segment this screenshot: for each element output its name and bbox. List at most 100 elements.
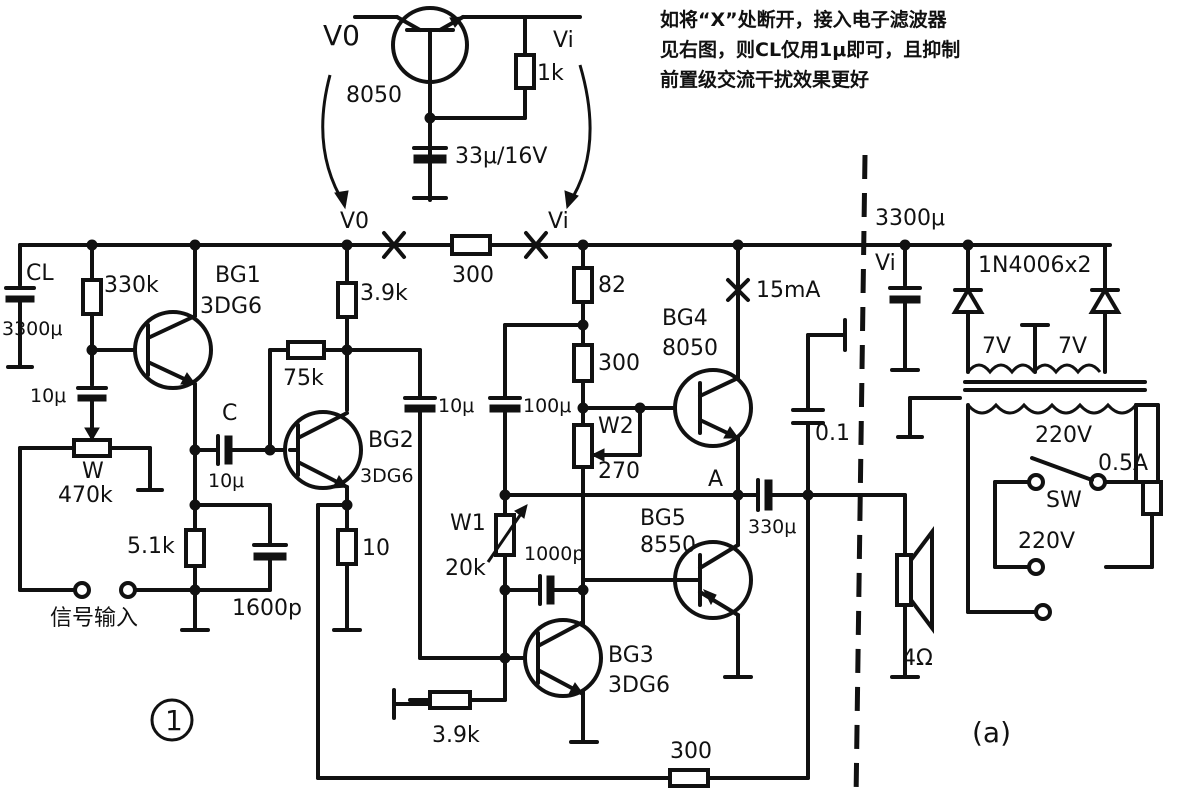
mains-terminal-1[interactable] — [1034, 603, 1052, 621]
c1600p-label: 1600p — [232, 596, 302, 621]
c10u-mid-label: 10μ — [438, 395, 474, 417]
output-stage: 82 300 100μ W2 270 W1 20k 1000p BG3 3DG6… — [392, 243, 934, 764]
resistor-82 — [572, 266, 594, 304]
w2-value: 270 — [598, 459, 640, 484]
supply-rail: V0 Vi 300 — [18, 209, 1112, 288]
c100u-label: 100μ — [523, 395, 571, 417]
r5-1k-label: 5.1k — [127, 534, 175, 559]
figure-number-1: 1 — [150, 698, 194, 742]
filter-vo-label: V0 — [323, 19, 360, 52]
power-supply: 3300μ Vi 1N4006x2 7V 7V 220V 0.5A SW 220… — [875, 206, 1163, 749]
c330u-label: 330μ — [748, 516, 796, 538]
w1-name: W1 — [450, 511, 486, 536]
signal-input-label: 信号输入 — [50, 606, 138, 631]
transformer-primary — [966, 402, 1138, 415]
psu-cap-label: 3300μ — [875, 206, 945, 231]
bg2-transistor — [283, 410, 363, 490]
c-value: 10μ — [208, 470, 244, 492]
mains-terminal-2[interactable] — [1027, 558, 1045, 576]
switch-label: SW — [1046, 488, 1082, 513]
r82-label: 82 — [598, 273, 626, 298]
electronic-filter: V0 Vi 8050 1k 33μ/16V — [321, 6, 592, 210]
note-line-2: 见右图，则CL仅用1μ即可，且抑制 — [660, 38, 960, 61]
c10u-in-label: 10μ — [30, 385, 66, 407]
current-label: 15mA — [756, 278, 820, 303]
primary-voltage-label: 220V — [1035, 423, 1092, 448]
fuse — [1141, 480, 1163, 516]
r300-mid-label: 300 — [598, 351, 640, 376]
bg4-transistor — [673, 368, 753, 448]
speaker — [895, 553, 913, 607]
bg5-type: 8550 — [640, 533, 696, 558]
bg1-type: 3DG6 — [200, 294, 262, 319]
bg4-name: BG4 — [662, 306, 708, 331]
note-line-3: 前置级交流干扰效果更好 — [660, 68, 869, 91]
resistor-10 — [336, 528, 358, 566]
diodes-label: 1N4006x2 — [978, 253, 1091, 278]
node-a-label: A — [708, 467, 723, 492]
w1-value: 20k — [445, 556, 486, 581]
psu-vi-label: Vi — [875, 251, 896, 276]
resistor-330k — [81, 278, 103, 316]
note-line-1: 如将“X”处断开，接入电子滤波器 — [660, 8, 948, 31]
transformer-secondary-right — [1032, 363, 1102, 375]
r3-9k-bot-label: 3.9k — [432, 723, 480, 748]
section-divider — [853, 154, 868, 801]
bg3-transistor — [523, 618, 603, 698]
switch-terminal-2[interactable] — [1089, 473, 1107, 491]
potentiometer-w2 — [572, 423, 594, 469]
node-vi-label: Vi — [548, 209, 569, 234]
bg3-name: BG3 — [608, 643, 654, 668]
potentiometer-w — [72, 438, 112, 458]
diode-right — [1088, 286, 1122, 314]
figure-a-label: (a) — [972, 716, 1011, 749]
resistor-75k — [286, 340, 326, 360]
r75k-label: 75k — [283, 366, 324, 391]
cl-name: CL — [26, 261, 54, 286]
transformer-secondary-left — [966, 363, 1036, 375]
w2-name: W2 — [598, 414, 634, 439]
r3-9k-top-label: 3.9k — [360, 281, 408, 306]
secondary-left-label: 7V — [982, 334, 1011, 359]
r10-label: 10 — [362, 536, 390, 561]
w-value: 470k — [58, 483, 113, 508]
filter-resistor-label: 1k — [537, 61, 564, 86]
bg5-name: BG5 — [640, 506, 686, 531]
bg2-type: 3DG6 — [360, 465, 414, 487]
bg1-transistor — [133, 310, 213, 390]
figure-number-label: 1 — [165, 704, 183, 737]
signal-input-terminal-1[interactable] — [73, 581, 91, 599]
bg4-type: 8050 — [662, 336, 718, 361]
cl-value: 3300μ — [2, 318, 62, 340]
resistor-3-9k-bot — [428, 690, 472, 710]
diode-left — [951, 286, 985, 314]
speaker-label: 4Ω — [902, 646, 933, 671]
signal-input-terminal-2[interactable] — [119, 581, 137, 599]
bg1-name: BG1 — [215, 263, 261, 288]
r300-bot-label: 300 — [670, 739, 712, 764]
resistor-3-9k-top — [336, 281, 358, 319]
fuse-label: 0.5A — [1098, 451, 1148, 476]
r330k-label: 330k — [104, 273, 159, 298]
filter-vi-label: Vi — [553, 28, 574, 53]
bg3-type: 3DG6 — [608, 673, 670, 698]
bg2-name: BG2 — [368, 428, 414, 453]
power-switch-blade[interactable] — [1030, 456, 1094, 482]
switch-terminal-1[interactable] — [1027, 473, 1045, 491]
c1000p-label: 1000p — [524, 543, 584, 565]
filter-capacitor-label: 33μ/16V — [455, 144, 547, 169]
resistor-300-bot — [668, 768, 710, 788]
bg1-stage: 330k BG1 3DG6 10μ W 470k C 10μ 5.1k 1600… — [18, 243, 302, 632]
filter-transistor-label: 8050 — [346, 83, 402, 108]
filter-resistor — [514, 53, 536, 90]
w-name: W — [82, 459, 104, 484]
resistor-300-mid — [572, 343, 594, 383]
resistor-5-1k — [184, 528, 206, 568]
resistor-300-top-label: 300 — [452, 263, 494, 288]
secondary-right-label: 7V — [1058, 334, 1087, 359]
resistor-300-top — [450, 234, 492, 256]
capacitor-cl: CL 3300μ — [2, 243, 62, 369]
mains-voltage-label: 220V — [1018, 529, 1075, 554]
node-vo-label: V0 — [340, 209, 369, 234]
